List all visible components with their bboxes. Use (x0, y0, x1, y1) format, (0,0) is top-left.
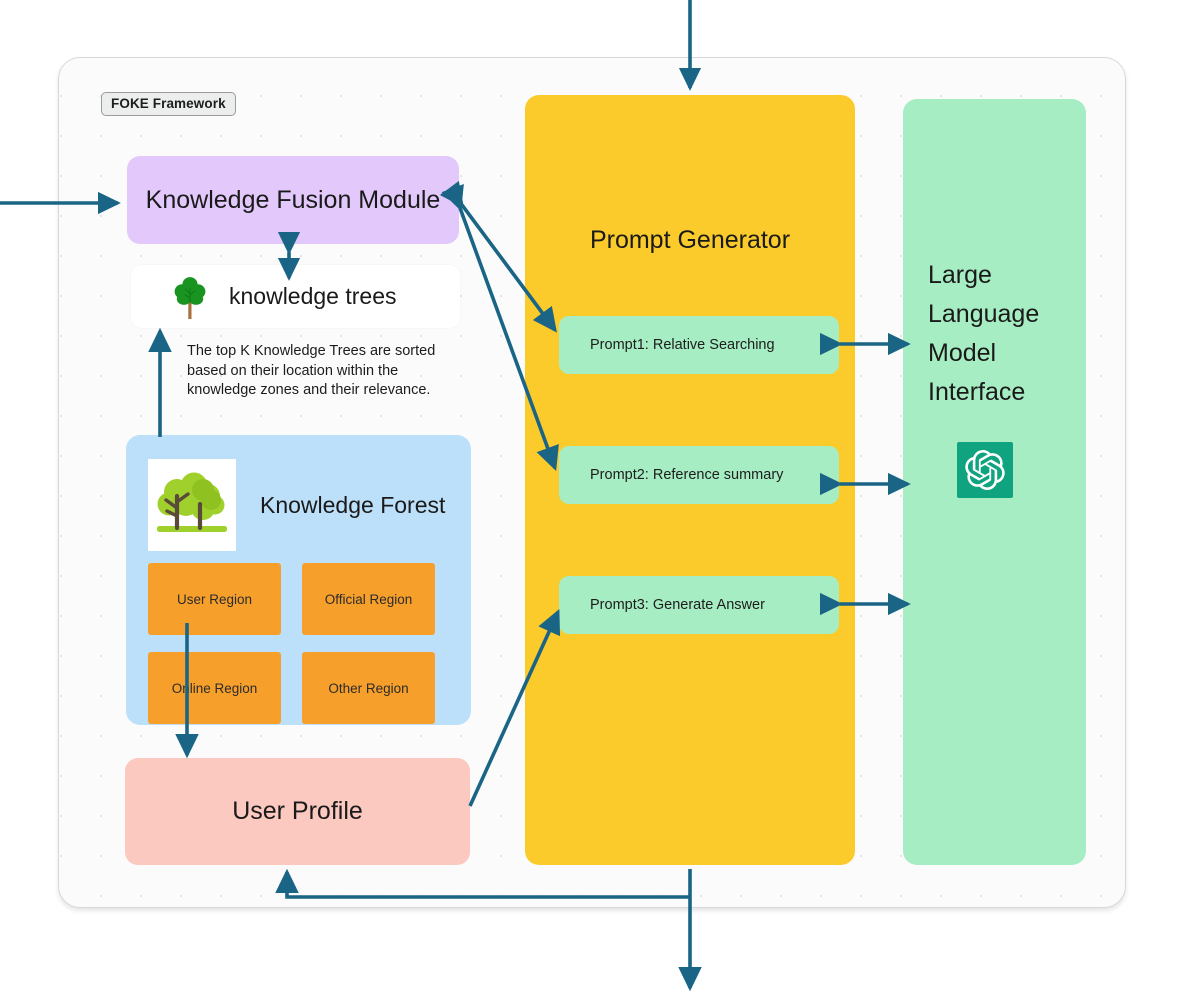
frame-label: FOKE Framework (101, 92, 236, 116)
prompt-2-box[interactable]: Prompt2: Reference summary (559, 446, 839, 504)
knowledge-forest-header: Knowledge Forest (148, 459, 448, 551)
prompt-1-box[interactable]: Prompt1: Relative Searching (559, 316, 839, 374)
region-online[interactable]: Online Region (148, 652, 281, 724)
knowledge-fusion-module-label: Knowledge Fusion Module (145, 185, 441, 214)
openai-logo-icon (957, 442, 1013, 498)
region-other[interactable]: Other Region (302, 652, 435, 724)
knowledge-fusion-module-box[interactable]: Knowledge Fusion Module (127, 156, 459, 244)
knowledge-forest-title: Knowledge Forest (260, 491, 446, 518)
top-k-note: The top K Knowledge Trees are sorted bas… (187, 343, 436, 399)
knowledge-trees-label: knowledge trees (229, 283, 397, 309)
region-grid: User Region Official Region Online Regio… (148, 563, 448, 724)
user-profile-label: User Profile (232, 797, 363, 825)
tree-icon (167, 274, 213, 320)
knowledge-trees-box[interactable]: knowledge trees (131, 265, 460, 328)
prompt-generator-panel[interactable]: Prompt Generator Prompt1: Relative Searc… (525, 95, 855, 865)
region-user[interactable]: User Region (148, 563, 281, 635)
llm-interface-title: Large Language Model Interface (928, 261, 1040, 406)
prompt-3-box[interactable]: Prompt3: Generate Answer (559, 576, 839, 634)
prompt-generator-title: Prompt Generator (589, 226, 791, 254)
user-profile-box[interactable]: User Profile (125, 758, 470, 865)
knowledge-forest-box[interactable]: Knowledge Forest User Region Official Re… (126, 435, 471, 725)
llm-interface-panel[interactable]: Large Language Model Interface (903, 99, 1086, 865)
forest-icon (148, 459, 236, 551)
region-official[interactable]: Official Region (302, 563, 435, 635)
